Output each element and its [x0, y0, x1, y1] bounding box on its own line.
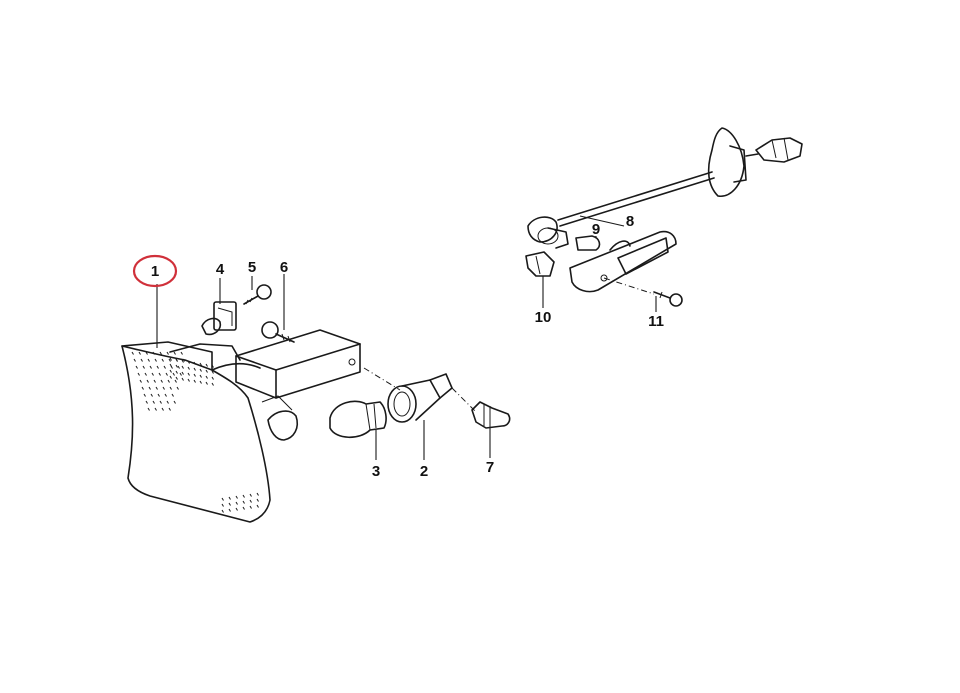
assembly-axis-lines [363, 277, 655, 413]
callout-11[interactable]: 11 [648, 313, 664, 330]
screw-part-11[interactable] [653, 291, 683, 307]
callout-8[interactable]: 8 [626, 213, 634, 230]
bulb-part-9[interactable] [575, 235, 601, 251]
mounting-bracket[interactable] [235, 329, 361, 399]
bulb-socket-part-2[interactable] [387, 373, 453, 423]
lens-hatching [131, 351, 259, 513]
callout-10[interactable]: 10 [535, 309, 552, 326]
callout-labels: 1 4 5 6 3 2 7 8 9 10 11 [132, 213, 664, 480]
leader-lines [156, 215, 657, 460]
callout-5[interactable]: 5 [248, 259, 256, 276]
screw-part-6[interactable] [261, 321, 295, 343]
callout-1[interactable]: 1 [151, 263, 159, 280]
callout-3[interactable]: 3 [372, 463, 380, 480]
bulb-holder-clip[interactable] [201, 301, 237, 336]
callout-9[interactable]: 9 [592, 221, 600, 238]
bulb-part-3[interactable] [329, 400, 387, 439]
wiring-harness-part-8[interactable] [527, 127, 803, 249]
turn-signal-lamp-housing[interactable] [121, 341, 299, 523]
grommet-part-7[interactable] [471, 401, 511, 429]
callout-6[interactable]: 6 [280, 259, 288, 276]
callout-2[interactable]: 2 [420, 463, 428, 480]
callout-7[interactable]: 7 [486, 459, 494, 476]
screw-part-5[interactable] [243, 284, 272, 305]
side-marker-lamp[interactable] [569, 230, 677, 293]
callout-1-highlight-ring [132, 254, 178, 288]
clip-part-10[interactable] [525, 251, 555, 277]
callout-4[interactable]: 4 [216, 261, 225, 278]
